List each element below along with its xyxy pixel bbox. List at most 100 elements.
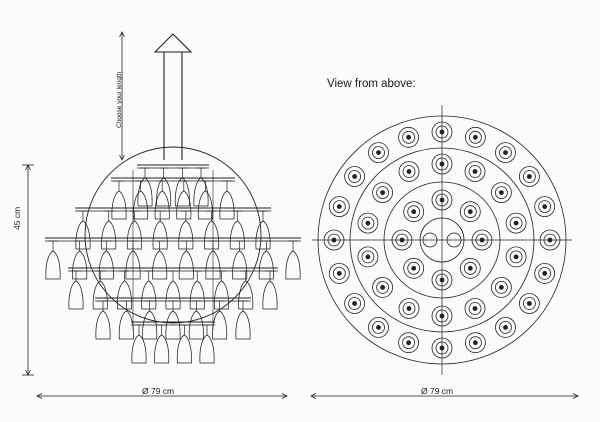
glass-stem-dot: [406, 306, 412, 311]
glass-rim: [431, 153, 453, 175]
top-glass: [398, 332, 420, 354]
top-glass: [403, 201, 425, 223]
glass-stem-dot: [439, 345, 445, 351]
glass-rim: [372, 182, 394, 204]
glass-bowl: [118, 310, 134, 340]
glass-rim: [431, 337, 453, 359]
glass-rim: [490, 182, 512, 204]
top-ring-3: [349, 147, 535, 333]
glass-bowl: [45, 250, 61, 280]
glass-stem-dot: [352, 174, 358, 179]
top-glass: [519, 293, 540, 314]
length-arrow-bottom: [119, 154, 125, 161]
glass-bowl: [232, 250, 248, 280]
glass-stem-dot: [336, 204, 342, 210]
wine-glass: [189, 270, 205, 310]
glass-bowl-inner: [499, 320, 512, 334]
glass-bowl: [68, 280, 84, 310]
glass-bowl-inner: [468, 336, 482, 350]
wine-glass: [229, 210, 245, 250]
glass-rim: [368, 142, 389, 164]
glass-stem-dot: [498, 190, 504, 196]
wine-glass: [285, 240, 301, 280]
glass-stem-dot: [439, 197, 445, 203]
wine-glass: [258, 240, 274, 280]
glass-bowl: [193, 177, 209, 207]
glass-bowl: [154, 190, 170, 220]
top-glass: [534, 262, 556, 284]
top-glass: [323, 229, 345, 251]
top-glass: [431, 305, 453, 327]
glass-bowl-inner: [361, 250, 375, 264]
dimension-lines: [22, 31, 579, 399]
wine-glass: [116, 270, 133, 310]
glass-bowl: [165, 310, 181, 340]
top-glass: [431, 337, 453, 359]
top-glass: [490, 182, 512, 204]
glass-bowl: [141, 280, 157, 310]
glass-stem-dot: [331, 237, 337, 243]
top-glass: [372, 182, 394, 204]
top-ring-1: [419, 217, 465, 263]
top-glass: [431, 189, 453, 211]
glass-rim: [495, 142, 516, 164]
glass-stem-dot: [527, 174, 532, 179]
tier-2: [111, 177, 235, 220]
center-fitting-right: [446, 232, 462, 248]
glass-stem-dot: [406, 169, 412, 174]
glass-bowl-inner: [435, 157, 449, 171]
glass-rim: [398, 298, 420, 319]
height-dimension-label: 45 cm: [12, 206, 22, 230]
wine-glass: [199, 324, 215, 364]
wine-glass: [75, 210, 91, 250]
glass-rim: [490, 276, 512, 298]
top-view: [312, 105, 572, 375]
glass-rim: [471, 229, 493, 251]
glass-bowl-inner: [543, 233, 557, 247]
top-glass: [398, 126, 420, 148]
glass-stem-dot: [439, 161, 445, 167]
wine-glass: [126, 210, 142, 250]
glass-bowl-inner: [402, 302, 416, 315]
glass-stem-dot: [472, 169, 478, 174]
top-glass: [398, 298, 420, 319]
glass-rim: [372, 276, 394, 298]
glass-bowl: [126, 220, 142, 250]
top-glass: [328, 262, 350, 284]
top-glass: [519, 166, 540, 187]
top-glass: [505, 246, 527, 268]
glass-bowl-inner: [435, 193, 449, 207]
top-glass: [505, 212, 527, 234]
glass-bowl-inner: [523, 297, 536, 310]
side-diameter-arrow-left: [36, 393, 43, 399]
glass-bowl-inner: [523, 170, 536, 183]
glass-bowl: [137, 177, 153, 207]
wine-glass: [235, 300, 251, 340]
ceiling-canopy: [153, 33, 193, 53]
glass-stem-dot: [439, 313, 445, 319]
wine-glass: [68, 270, 84, 310]
top-glass: [471, 229, 493, 251]
wine-glass: [262, 270, 278, 310]
glass-bowl: [178, 250, 194, 280]
top-ring-4: [317, 115, 567, 365]
top-glass: [398, 161, 420, 182]
tier-1: [137, 164, 209, 207]
glass-bowl-inner: [372, 320, 385, 334]
glass-rim: [505, 246, 527, 268]
glass-bowl: [255, 220, 271, 250]
glass-bowl-inner: [407, 261, 421, 275]
glass-rim: [344, 166, 366, 187]
wine-glass: [219, 180, 235, 220]
glass-bowl: [101, 220, 117, 250]
glass-stem-dot: [467, 209, 473, 215]
top-glass: [495, 142, 516, 164]
glass-bowl: [199, 334, 215, 364]
glass-bowl: [238, 280, 254, 310]
wine-glass: [255, 210, 271, 250]
glass-bowl-inner: [407, 205, 421, 219]
glass-bowl: [189, 280, 205, 310]
glass-bowl-inner: [538, 266, 552, 280]
glass-bowl-inner: [494, 186, 508, 200]
glass-stem-dot: [380, 284, 386, 290]
